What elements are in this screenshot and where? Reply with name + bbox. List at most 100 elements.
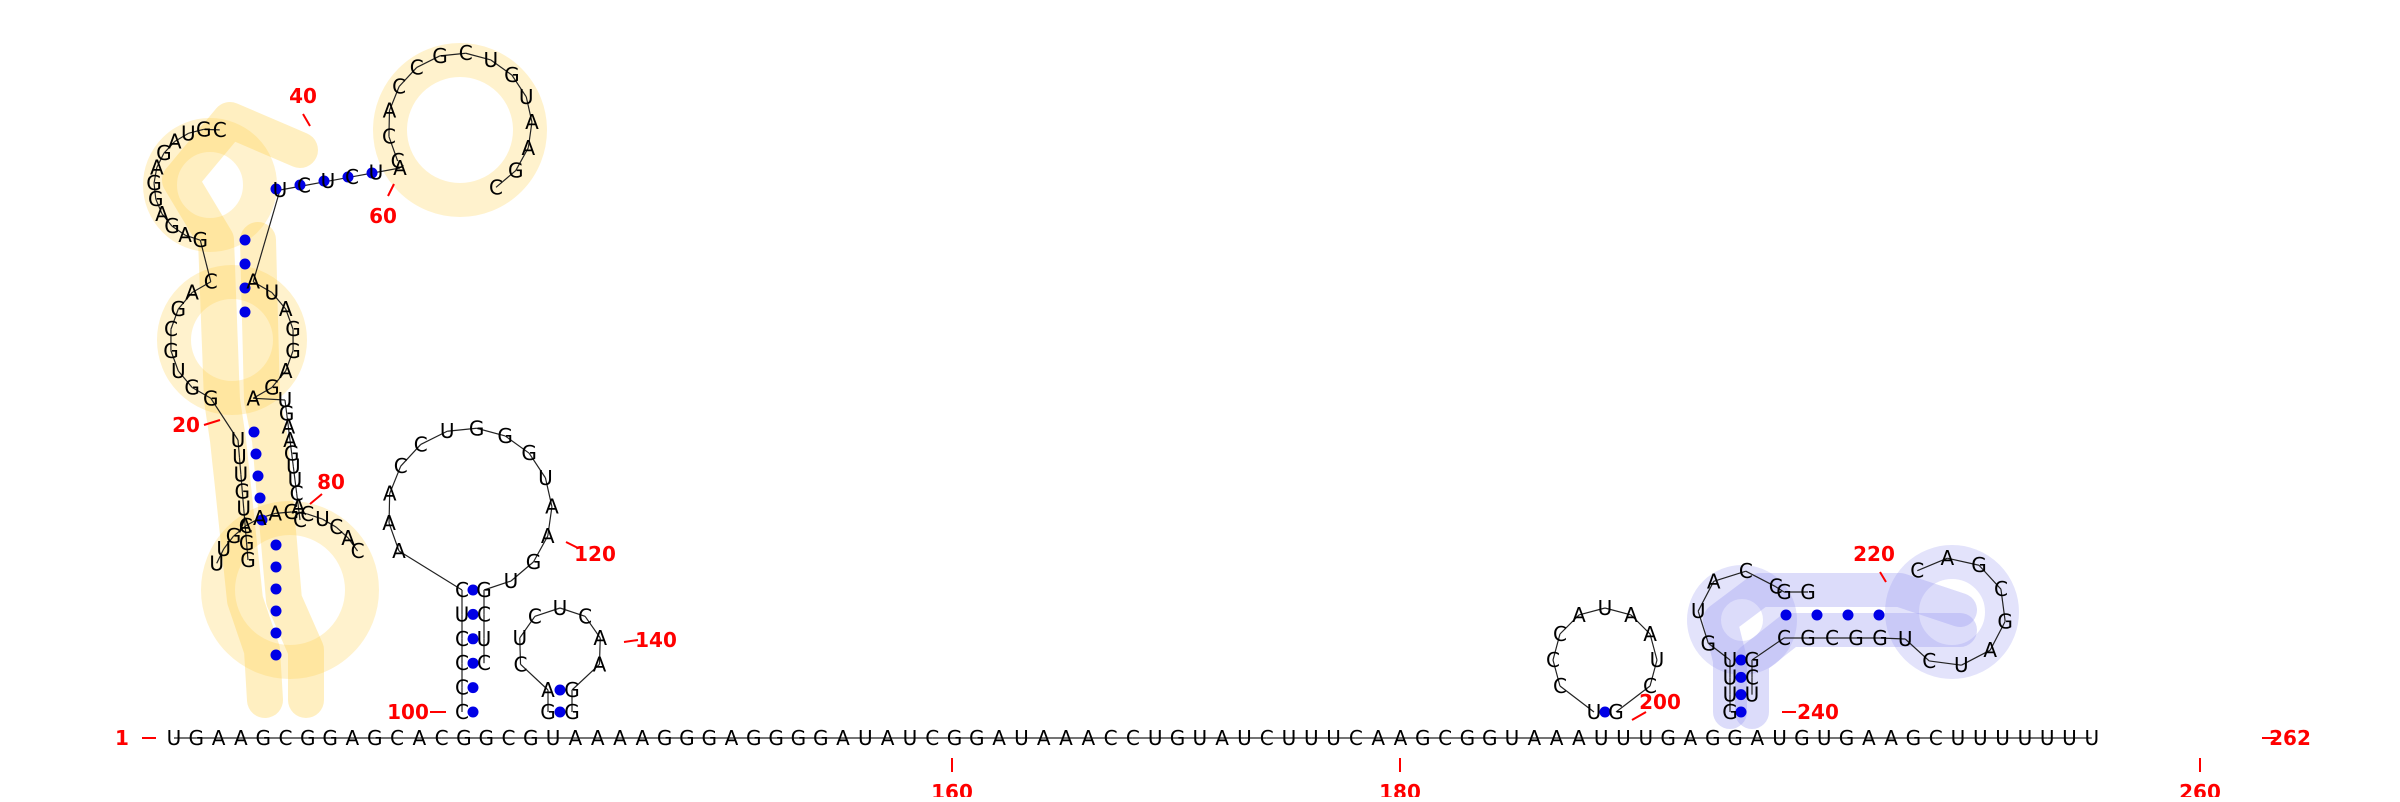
stem-nucleotide: C — [345, 165, 359, 189]
baseline-nucleotide: C — [502, 726, 516, 750]
baseline-nucleotide: A — [1371, 726, 1385, 750]
stem-nucleotide: G — [156, 141, 172, 165]
baseline-nucleotide: G — [768, 726, 784, 750]
backbone-bond — [271, 370, 287, 388]
backbone-bond — [1713, 570, 1747, 582]
hairpin-nucleotide: A — [392, 539, 406, 563]
baseline-nucleotide: A — [1862, 726, 1876, 750]
backbone-bond — [398, 67, 418, 87]
hairpin-nucleotide: G — [526, 550, 542, 574]
stem-nucleotide: U — [1954, 653, 1969, 677]
stem-nucleotide: G — [1722, 700, 1738, 724]
baseline-nucleotide: A — [992, 726, 1006, 750]
loop-nucleotide: U — [216, 537, 231, 561]
backbone-bond — [532, 535, 549, 563]
stem-nucleotide: G — [171, 297, 187, 321]
backbone-bond — [571, 663, 600, 691]
stem-nucleotide: G — [1800, 580, 1816, 604]
backbone-bond — [252, 281, 273, 294]
backbone-bond — [216, 548, 225, 564]
backbone-bond — [388, 136, 399, 162]
stem-nucleotide: G — [203, 386, 219, 410]
stem-nucleotide: U — [236, 497, 251, 521]
position-tick — [1631, 711, 1647, 721]
stem-nucleotide: C — [1910, 559, 1924, 583]
baseline-nucleotide: G — [1170, 726, 1186, 750]
hairpin-nucleotide: A — [525, 110, 539, 134]
backbone-bond — [296, 493, 299, 507]
baseline-nucleotide: G — [300, 726, 316, 750]
stem-nucleotide: A — [238, 514, 252, 538]
base-pair-dot — [554, 706, 566, 718]
stem-nucleotide: G — [240, 548, 256, 572]
stem-nucleotide: C — [1825, 626, 1839, 650]
hairpin-nucleotide: A — [383, 482, 397, 506]
position-label: 100 — [387, 700, 429, 724]
hairpin-nucleotide: G — [504, 63, 520, 87]
backbone-bond — [559, 607, 586, 617]
baseline-nucleotide: A — [346, 726, 360, 750]
stem-nucleotide: C — [290, 481, 304, 505]
base-pair-dot — [467, 682, 479, 694]
backbone-bond — [1917, 557, 1948, 572]
base-pair-dot — [1735, 654, 1747, 666]
hairpin-nucleotide: A — [541, 524, 555, 548]
baseline-nucleotide: A — [1037, 726, 1051, 750]
stem-nucleotide: A — [1940, 546, 1954, 570]
position-label: 240 — [1797, 700, 1839, 724]
baseline-nucleotide: A — [591, 726, 605, 750]
stem-nucleotide: G — [164, 214, 180, 238]
backbone-bond — [416, 55, 441, 68]
baseline-nucleotide: G — [791, 726, 807, 750]
base-pair-dot — [270, 649, 282, 661]
backbone-bond — [447, 427, 477, 432]
baseline-nucleotide: U — [1148, 726, 1163, 750]
stem-nucleotide: G — [1776, 580, 1792, 604]
hairpin-nucleotide: A — [1624, 603, 1638, 627]
loop-nucleotide: A — [253, 506, 267, 530]
hairpin-nucleotide: U — [440, 419, 455, 443]
stem-nucleotide: G — [1848, 626, 1864, 650]
base-pair-dot — [270, 183, 282, 195]
position-tick — [302, 113, 311, 127]
hairpin-nucleotide: A — [545, 495, 559, 519]
baseline-nucleotide: U — [1192, 726, 1207, 750]
hairpin-nucleotide: C — [392, 75, 406, 99]
baseline-nucleotide: U — [1594, 726, 1609, 750]
hairpin-nucleotide: G — [432, 44, 448, 68]
baseline-nucleotide: G — [1482, 726, 1498, 750]
backbone-bond — [1630, 614, 1651, 635]
baseline-nucleotide: U — [2084, 726, 2099, 750]
backbone-bond — [1745, 570, 1776, 588]
backbone-bond — [398, 550, 463, 591]
base-pair-dot — [270, 605, 282, 617]
backbone-bond — [292, 466, 296, 481]
backbone-bond — [287, 426, 291, 441]
position-label: 1 — [115, 726, 129, 750]
base-pair-dot — [1811, 609, 1823, 621]
highlight-domain-a-loop — [157, 265, 307, 415]
base-pair-dot — [1842, 609, 1854, 621]
position-label: 120 — [574, 542, 616, 566]
hairpin-nucleotide: G — [564, 700, 580, 724]
base-pair-dot — [270, 561, 282, 573]
backbone-bond — [1697, 581, 1715, 612]
backbone-bond — [188, 128, 204, 134]
stem-nucleotide: U — [1723, 648, 1738, 672]
hairpin-nucleotide: U — [538, 466, 553, 490]
backbone-bond — [510, 561, 534, 582]
backbone-bond — [511, 74, 527, 98]
baseline-nucleotide: G — [523, 726, 539, 750]
hairpin-nucleotide: C — [1546, 648, 1560, 672]
stem-nucleotide: U — [1898, 627, 1913, 651]
backbone-bond — [520, 663, 549, 691]
base-pair-dot — [1873, 609, 1885, 621]
backbone-bond — [1559, 685, 1595, 713]
stem-nucleotide: U — [278, 388, 293, 412]
base-pair-dot — [254, 492, 266, 504]
baseline-nucleotide: C — [435, 726, 449, 750]
stem-nucleotide: A — [246, 270, 260, 294]
baseline-nucleotide: U — [1951, 726, 1966, 750]
backbone-bond — [347, 537, 359, 552]
